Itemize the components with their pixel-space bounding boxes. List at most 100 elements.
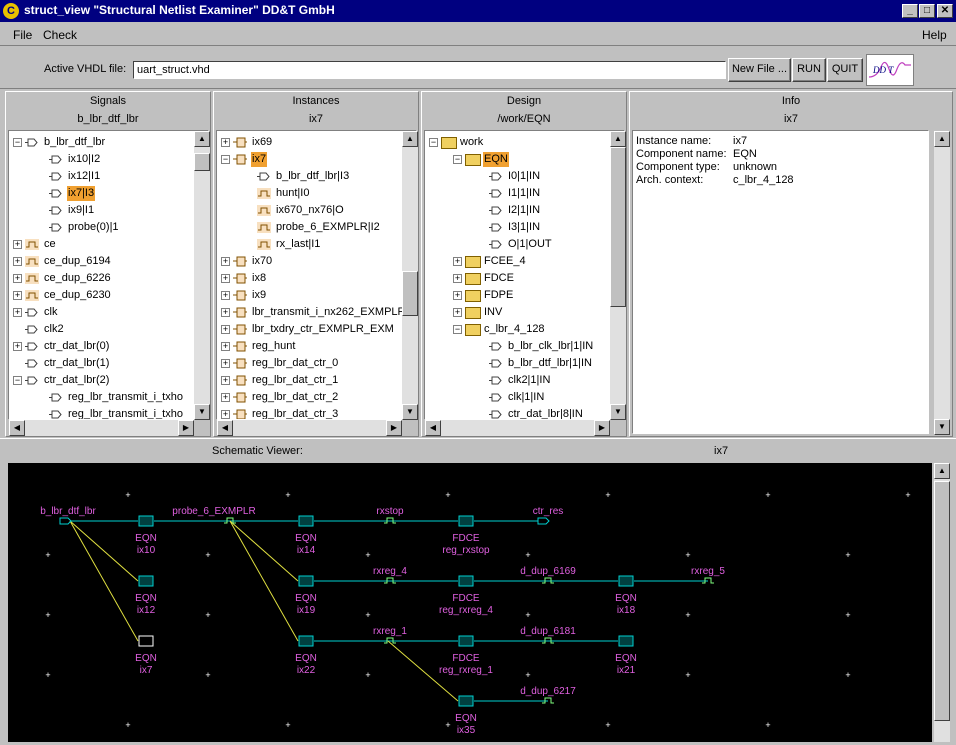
- tree-node[interactable]: ctr_dat_lbr|8|IN: [425, 407, 624, 419]
- schematic-block[interactable]: [458, 575, 474, 587]
- tree-node[interactable]: b_lbr_dtf_lbr|1|IN: [425, 356, 624, 371]
- tree-node[interactable]: +ce_dup_6194: [9, 254, 208, 269]
- tree-node[interactable]: probe_6_EXMPLR|I2: [217, 220, 416, 235]
- tree-node[interactable]: −c_lbr_4_128: [425, 322, 624, 337]
- scroll-thumb[interactable]: [194, 153, 210, 171]
- signals-vscroll[interactable]: ▲ ▼: [194, 131, 210, 420]
- tree-node[interactable]: +reg_lbr_dat_ctr_2: [217, 390, 416, 405]
- tree-node[interactable]: I2|1|IN: [425, 203, 624, 218]
- tree-node[interactable]: b_lbr_dtf_lbr|I3: [217, 169, 416, 184]
- minimize-button[interactable]: _: [902, 4, 918, 18]
- menu-check[interactable]: Check: [43, 28, 78, 42]
- schematic-block[interactable]: [138, 635, 154, 647]
- tree-node[interactable]: +ix9: [217, 288, 416, 303]
- tree-node[interactable]: hunt|I0: [217, 186, 416, 201]
- instances-hscroll[interactable]: ◀ ▶: [217, 420, 402, 436]
- scroll-left-button[interactable]: ◀: [217, 420, 233, 436]
- menu-help[interactable]: Help: [922, 28, 947, 42]
- tree-node[interactable]: probe(0)|1: [9, 220, 208, 235]
- schematic-block[interactable]: [298, 575, 314, 587]
- collapse-toggle[interactable]: −: [453, 324, 462, 334]
- scroll-left-button[interactable]: ◀: [425, 420, 441, 436]
- tree-node[interactable]: +clk: [9, 305, 208, 320]
- schematic-block[interactable]: [618, 575, 634, 587]
- info-vscroll[interactable]: ▲ ▼: [934, 131, 950, 435]
- tree-node[interactable]: +reg_hunt: [217, 339, 416, 354]
- expand-toggle[interactable]: +: [221, 358, 230, 368]
- menu-file[interactable]: File: [13, 28, 33, 42]
- scroll-up-button[interactable]: ▲: [934, 463, 950, 479]
- scroll-down-button[interactable]: ▼: [402, 404, 418, 420]
- tree-node[interactable]: +FDCE: [425, 271, 624, 286]
- tree-node[interactable]: −b_lbr_dtf_lbr: [9, 135, 208, 150]
- collapse-toggle[interactable]: −: [13, 137, 22, 147]
- tree-node[interactable]: +ix8: [217, 271, 416, 286]
- schematic-block[interactable]: [618, 635, 634, 647]
- scroll-right-button[interactable]: ▶: [178, 420, 194, 436]
- expand-toggle[interactable]: +: [221, 409, 230, 419]
- tree-node[interactable]: ix12|I1: [9, 169, 208, 184]
- tree-node[interactable]: ix9|I1: [9, 203, 208, 218]
- tree-node[interactable]: +lbr_transmit_i_nx262_EXMPLR: [217, 305, 416, 320]
- tree-node[interactable]: +lbr_txdry_ctr_EXMPLR_EXM: [217, 322, 416, 337]
- tree-node[interactable]: ctr_dat_lbr(1): [9, 356, 208, 371]
- schematic-block[interactable]: [458, 695, 474, 707]
- close-button[interactable]: ✕: [937, 4, 953, 18]
- signals-hscroll[interactable]: ◀ ▶: [9, 420, 194, 436]
- run-button[interactable]: RUN: [792, 58, 826, 82]
- scroll-down-button[interactable]: ▼: [194, 404, 210, 420]
- expand-toggle[interactable]: +: [453, 256, 462, 266]
- expand-toggle[interactable]: +: [221, 392, 230, 402]
- instances-vscroll[interactable]: ▲ ▼: [402, 131, 418, 420]
- tree-node[interactable]: +ix70: [217, 254, 416, 269]
- vhdl-file-input[interactable]: [133, 61, 726, 79]
- tree-node[interactable]: +ce: [9, 237, 208, 252]
- schematic-vscroll[interactable]: ▲: [934, 463, 950, 742]
- tree-node[interactable]: +ctr_dat_lbr(0): [9, 339, 208, 354]
- expand-toggle[interactable]: +: [13, 273, 22, 283]
- tree-node[interactable]: −EQN: [425, 152, 624, 167]
- tree-node[interactable]: clk2|1|IN: [425, 373, 624, 388]
- expand-toggle[interactable]: +: [221, 324, 230, 334]
- scroll-right-button[interactable]: ▶: [594, 420, 610, 436]
- expand-toggle[interactable]: +: [221, 307, 230, 317]
- scroll-thumb[interactable]: [610, 147, 626, 307]
- tree-node[interactable]: reg_lbr_transmit_i_txho: [9, 407, 208, 419]
- tree-node[interactable]: I0|1|IN: [425, 169, 624, 184]
- expand-toggle[interactable]: +: [13, 341, 22, 351]
- scroll-down-button[interactable]: ▼: [610, 404, 626, 420]
- scroll-up-button[interactable]: ▲: [934, 131, 950, 147]
- tree-node[interactable]: ix670_nx76|O: [217, 203, 416, 218]
- expand-toggle[interactable]: +: [453, 290, 462, 300]
- expand-toggle[interactable]: +: [221, 290, 230, 300]
- tree-node[interactable]: −work: [425, 135, 624, 150]
- tree-node[interactable]: +reg_lbr_dat_ctr_1: [217, 373, 416, 388]
- scroll-up-button[interactable]: ▲: [194, 131, 210, 147]
- tree-node[interactable]: +ce_dup_6226: [9, 271, 208, 286]
- tree-node[interactable]: reg_lbr_transmit_i_txho: [9, 390, 208, 405]
- tree-node[interactable]: +reg_lbr_dat_ctr_0: [217, 356, 416, 371]
- tree-node[interactable]: ix7|I3: [9, 186, 208, 201]
- collapse-toggle[interactable]: −: [429, 137, 438, 147]
- tree-node[interactable]: +ce_dup_6230: [9, 288, 208, 303]
- quit-button[interactable]: QUIT: [827, 58, 863, 82]
- scroll-down-button[interactable]: ▼: [934, 419, 950, 435]
- expand-toggle[interactable]: +: [221, 137, 230, 147]
- expand-toggle[interactable]: +: [221, 341, 230, 351]
- tree-node[interactable]: O|1|OUT: [425, 237, 624, 252]
- scroll-up-button[interactable]: ▲: [402, 131, 418, 147]
- tree-node[interactable]: clk|1|IN: [425, 390, 624, 405]
- design-vscroll[interactable]: ▲ ▼: [610, 131, 626, 420]
- schematic-block[interactable]: [298, 515, 314, 527]
- schematic-block[interactable]: [138, 575, 154, 587]
- tree-node[interactable]: +ix69: [217, 135, 416, 150]
- scroll-right-button[interactable]: ▶: [386, 420, 402, 436]
- collapse-toggle[interactable]: −: [13, 375, 22, 385]
- scroll-thumb[interactable]: [934, 481, 950, 721]
- tree-node[interactable]: b_lbr_clk_lbr|1|IN: [425, 339, 624, 354]
- tree-node[interactable]: I3|1|IN: [425, 220, 624, 235]
- tree-node[interactable]: +INV: [425, 305, 624, 320]
- expand-toggle[interactable]: +: [221, 256, 230, 266]
- expand-toggle[interactable]: +: [221, 375, 230, 385]
